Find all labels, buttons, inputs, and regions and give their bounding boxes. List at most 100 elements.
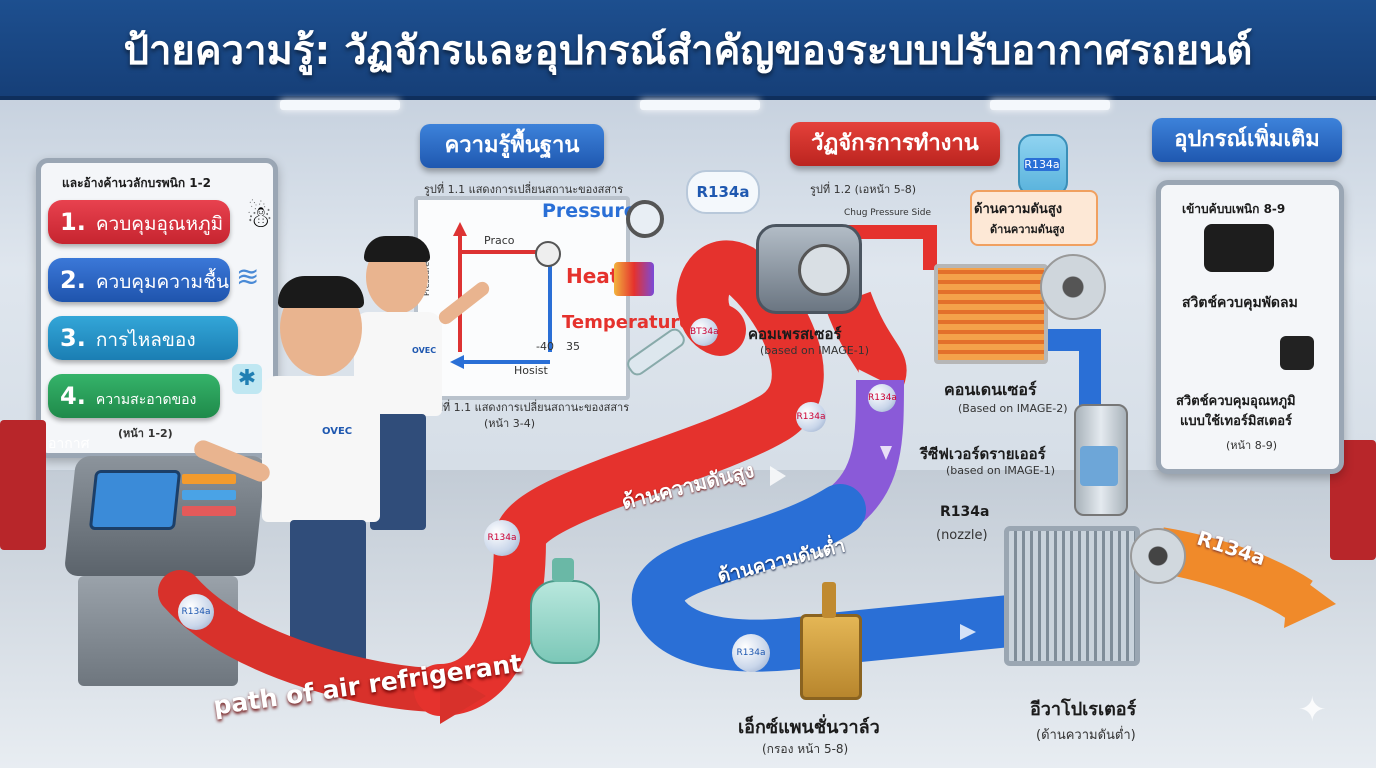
ceiling-light [990, 100, 1110, 110]
graph-tick-b: 35 [566, 340, 580, 353]
function-number: 2. [60, 266, 86, 294]
thermo-switch-label-1: สวิตช์ควบคุมอุณหภูมิ [1176, 394, 1296, 409]
extra-heading: เข้าบค้บบเพนิก 8-9 [1182, 202, 1286, 216]
functions-heading: และอ้างค้านวลักบรพนิก 1-2 [62, 176, 211, 190]
presenter-pants [290, 520, 366, 662]
can-valve [552, 558, 574, 582]
extra-page-ref: (หน้า 8-9) [1226, 439, 1277, 452]
chug-pressure-label: Chug Pressure Side [844, 208, 932, 218]
refrigerant-bubble: BT34a [690, 318, 719, 346]
receiver-window [1080, 446, 1118, 486]
wind-icon: ≋ [236, 260, 260, 293]
shirt-logo: OVEC [412, 346, 437, 355]
function-number: 4. [60, 382, 86, 410]
snowman-icon: ☃ [246, 200, 273, 235]
ceiling-light [280, 100, 400, 110]
tank-label: R134a [1024, 158, 1060, 171]
presenter-hair [278, 276, 364, 308]
tool-cabinet [0, 420, 46, 550]
kiosk-button[interactable] [182, 474, 236, 484]
evaporator [1004, 526, 1140, 666]
evaporator-fan-icon [1130, 528, 1186, 584]
receiver-label: รีซีฟเวอร์ดรายเออร์ [920, 445, 1046, 463]
diagram-arrowhead [453, 222, 467, 236]
phase-change-board [414, 196, 630, 400]
nozzle-refrigerant-label: R134a [940, 504, 990, 520]
kiosk-button[interactable] [182, 490, 236, 500]
compressor-source: (based on IMAGE-1) [760, 344, 869, 357]
fan-icon: ✱ [232, 364, 262, 394]
flow-arrow-icon [770, 466, 786, 486]
refrigerant-bubble: R134a [868, 384, 897, 412]
temperature-label: Temperature [562, 312, 692, 333]
presenter-shirt [262, 376, 380, 522]
function-label: ควบคุมอุณหภูมิ [95, 213, 224, 235]
section-banner-extra: อุปกรณ์เพิ่มเติม [1152, 118, 1342, 162]
refrigerant-bubble: R134a [484, 520, 520, 556]
graph-tick-a: -40 [536, 340, 554, 353]
valve-stem [822, 582, 836, 618]
switch-device-icon [1280, 336, 1314, 370]
receiver-source: (based on IMAGE-1) [946, 464, 1055, 477]
function-label: ควบคุมความชื้น [95, 271, 229, 293]
high-side-callout-line1: ด้านความดันสูง [974, 202, 1063, 217]
functions-page-ref: (หน้า 1-2) [118, 427, 173, 440]
evaporator-sub-label: (ด้านความดันต่ำ) [1036, 728, 1136, 743]
function-number: 1. [60, 208, 86, 236]
function-item-humidity: 2. ควบคุมความชื้น [48, 258, 230, 302]
pipe-high-pressure-return [825, 291, 907, 391]
refrigerant-bubble: R134a [796, 402, 826, 432]
header-bar [0, 0, 1376, 100]
evaporator-label: อีวาโปเรเตอร์ [1030, 699, 1137, 720]
refrigerant-bubble: R134a [732, 634, 770, 672]
fan-switch-label: สวิตช์ควบคุมพัดลม [1182, 295, 1298, 311]
expansion-valve [800, 614, 862, 700]
function-label: ความสะอาดของอากาศ [48, 392, 197, 452]
phase-diagram [450, 222, 561, 369]
condenser-fan-icon [1040, 254, 1106, 320]
pipe-to-condenser [836, 225, 937, 270]
compressor-label: คอมเพรสเซอร์ [748, 325, 842, 343]
graph-label: Praco [484, 234, 515, 247]
high-side-callout-line2: ด้านความดันสูง [990, 223, 1065, 236]
pipe-to-receiver [1040, 329, 1101, 410]
cycle-caption: รูปที่ 1.2 (เอหน้า 5-8) [810, 183, 916, 196]
exit-arrowhead [1284, 570, 1336, 628]
graph-x-axis: Hosist [514, 364, 548, 377]
expansion-valve-label: เอ็กซ์แพนชั่นวาล์ว [738, 717, 880, 738]
function-item-temperature: 1. ควบคุมอุณหภูมิ [48, 200, 230, 244]
refrigerant-bubble: R134a [178, 594, 214, 630]
thermo-switch-label-2: แบบใช้เทอร์มิสเตอร์ [1180, 414, 1293, 429]
kiosk-button[interactable] [182, 506, 236, 516]
basics-page-ref: (หน้า 3-4) [484, 417, 535, 430]
nozzle-sub-label: (nozzle) [936, 528, 988, 543]
refrigerant-speech-bubble: R134a [686, 170, 760, 214]
compressor-face [798, 244, 850, 296]
pressure-gauge-icon [626, 200, 664, 238]
heat-label: Heat [566, 264, 620, 288]
sparkle-icon: ✦ [1298, 690, 1327, 730]
function-number: 3. [60, 324, 86, 352]
instructor-hair [364, 236, 430, 262]
diagram-arrowhead [450, 355, 464, 369]
pressure-label: Pressure [542, 200, 637, 222]
path-arrowhead [440, 668, 486, 724]
high-side-callout [970, 190, 1098, 246]
shirt-logo: OVEC [322, 426, 353, 437]
ceiling-light [640, 100, 760, 110]
expansion-valve-ref: (กรอง หน้า 5-8) [762, 742, 849, 756]
section-banner-cycle: วัฏจักรการทำงาน [790, 122, 1000, 166]
heat-block-icon [614, 262, 654, 296]
flow-arrow-icon [880, 446, 892, 460]
condenser-source: (Based on IMAGE-2) [958, 402, 1068, 415]
refrigerant-can-mascot [530, 580, 600, 664]
basics-caption-bottom: รูปที่ 1.1 แสดงการเปลี่ยนสถานะของสสาร [430, 401, 630, 414]
condenser-label: คอนเดนเซอร์ [944, 380, 1037, 399]
basics-caption-top: รูปที่ 1.1 แสดงการเปลี่ยนสถานะของสสาร [424, 183, 624, 196]
section-banner-basics: ความรู้พื้นฐาน [420, 124, 604, 168]
page-title: ป้ายความรู้: วัฏจักรและอุปกรณ์สำคัญของระ… [123, 28, 1253, 74]
condenser [934, 264, 1048, 364]
flow-arrow-icon [960, 624, 976, 640]
gauge-icon [535, 241, 561, 267]
pipe-high-pressure [414, 240, 824, 716]
